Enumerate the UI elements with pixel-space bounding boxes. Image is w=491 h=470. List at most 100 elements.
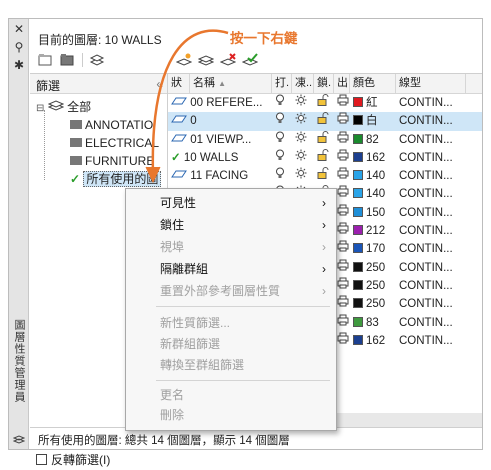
linetype-cell[interactable]: CONTIN... (396, 112, 466, 130)
collapse-toggle-icon[interactable]: ⊟ (36, 103, 45, 114)
col-freeze[interactable]: 凍.. (292, 74, 314, 93)
plot-printer-icon[interactable] (337, 149, 349, 161)
plot-cell[interactable] (334, 112, 350, 130)
collapse-chevron-icon[interactable]: « (156, 77, 163, 91)
plot-cell[interactable] (334, 185, 350, 203)
close-icon[interactable]: ✕ (13, 22, 25, 36)
delete-layer-icon[interactable] (220, 53, 236, 67)
plot-cell[interactable] (334, 332, 350, 350)
plot-cell[interactable] (334, 131, 350, 149)
plot-printer-icon[interactable] (337, 167, 349, 179)
on-bulb-icon[interactable] (275, 149, 285, 161)
properties-icon[interactable]: ✱ (13, 58, 25, 72)
linetype-cell[interactable]: CONTIN... (396, 240, 466, 258)
lock-cell[interactable] (314, 167, 334, 185)
plot-cell[interactable] (334, 295, 350, 313)
plot-printer-icon[interactable] (337, 131, 349, 143)
plot-printer-icon[interactable] (337, 295, 349, 307)
unlock-icon[interactable] (317, 148, 329, 161)
on-cell[interactable] (272, 167, 292, 185)
linetype-cell[interactable]: CONTIN... (396, 131, 466, 149)
menu-item-lock[interactable]: 鎖住› (126, 215, 336, 235)
color-cell[interactable]: 82 (350, 131, 396, 149)
thaw-sun-icon[interactable] (295, 149, 307, 161)
lock-cell[interactable] (314, 130, 334, 149)
thaw-sun-icon[interactable] (295, 131, 307, 143)
menu-item-visibility[interactable]: 可見性› (126, 193, 336, 213)
menu-item-viewport[interactable]: 視埠› (126, 237, 336, 257)
new-property-filter-icon[interactable] (38, 53, 54, 67)
name-cell[interactable]: 11 FACING (168, 167, 272, 185)
linetype-cell[interactable]: CONTIN... (396, 314, 466, 332)
plot-cell[interactable] (334, 222, 350, 240)
menu-item-isolate-group[interactable]: 隔離群組› (126, 259, 336, 279)
linetype-cell[interactable]: CONTIN... (396, 185, 466, 203)
on-cell[interactable] (272, 131, 292, 149)
linetype-cell[interactable]: CONTIN... (396, 259, 466, 277)
color-cell[interactable]: 250 (350, 277, 396, 295)
plot-printer-icon[interactable] (337, 332, 349, 344)
on-cell[interactable] (272, 112, 292, 130)
color-cell[interactable]: 162 (350, 149, 396, 167)
tree-node-electrical[interactable]: ELECTRICAL (70, 134, 159, 152)
linetype-cell[interactable]: CONTIN... (396, 94, 466, 112)
plot-printer-icon[interactable] (337, 204, 349, 216)
color-cell[interactable]: 150 (350, 204, 396, 222)
layer-states-manager-icon[interactable] (89, 53, 105, 67)
menu-item-delete[interactable]: 刪除 (160, 408, 185, 422)
color-cell[interactable]: 83 (350, 314, 396, 332)
plot-cell[interactable] (334, 240, 350, 258)
color-cell[interactable]: 250 (350, 295, 396, 313)
on-cell[interactable] (272, 94, 292, 112)
color-cell[interactable]: 140 (350, 167, 396, 185)
freeze-cell[interactable] (292, 94, 314, 112)
thaw-sun-icon[interactable] (295, 167, 307, 179)
unlock-icon[interactable] (317, 167, 329, 180)
lock-cell[interactable] (314, 148, 334, 167)
linetype-cell[interactable]: CONTIN... (396, 222, 466, 240)
plot-printer-icon[interactable] (337, 185, 349, 197)
lock-cell[interactable] (314, 112, 334, 130)
new-layer-vp-frozen-icon[interactable] (198, 53, 214, 67)
plot-cell[interactable] (334, 277, 350, 295)
color-cell[interactable]: 162 (350, 332, 396, 350)
unlock-icon[interactable] (317, 112, 329, 125)
thaw-sun-icon[interactable] (295, 94, 307, 106)
color-cell[interactable]: 白 (350, 112, 396, 130)
on-cell[interactable] (272, 149, 292, 167)
plot-printer-icon[interactable] (337, 94, 349, 106)
tree-node-furniture[interactable]: FURNITURE (70, 152, 154, 170)
col-color[interactable]: 顏色 (350, 74, 396, 93)
lock-cell[interactable] (314, 94, 334, 112)
on-bulb-icon[interactable] (275, 112, 285, 124)
name-cell[interactable]: 0 (168, 112, 272, 130)
col-linetype[interactable]: 線型 (396, 74, 466, 93)
color-cell[interactable]: 170 (350, 240, 396, 258)
linetype-cell[interactable]: CONTIN... (396, 167, 466, 185)
menu-item-new-group-filter[interactable]: 新群組篩選 (160, 337, 221, 351)
unlock-icon[interactable] (317, 94, 329, 106)
col-status[interactable]: 狀 (168, 74, 190, 93)
col-name[interactable]: 名稱 ▲ (190, 74, 272, 93)
col-lock[interactable]: 鎖. (314, 74, 334, 93)
freeze-cell[interactable] (292, 112, 314, 130)
linetype-cell[interactable]: CONTIN... (396, 295, 466, 313)
color-cell[interactable]: 140 (350, 185, 396, 203)
new-layer-icon[interactable] (176, 53, 192, 67)
name-cell[interactable]: 00 REFERE... (168, 94, 272, 112)
tree-node-all[interactable]: ⊟ 全部 (36, 98, 91, 116)
color-cell[interactable]: 212 (350, 222, 396, 240)
color-cell[interactable]: 250 (350, 259, 396, 277)
on-bulb-icon[interactable] (275, 167, 285, 179)
new-group-filter-icon[interactable] (60, 53, 76, 67)
col-plot[interactable]: 出 (334, 74, 350, 93)
color-cell[interactable]: 紅 (350, 94, 396, 112)
unlock-icon[interactable] (317, 130, 329, 143)
menu-item-new-property-filter[interactable]: 新性質篩選... (160, 316, 231, 330)
name-cell[interactable]: 01 VIEWP... (168, 131, 272, 149)
menu-item-reset-xref[interactable]: 重置外部參考圖層性質› (126, 281, 336, 301)
menu-item-convert-group[interactable]: 轉換至群組篩選 (160, 358, 245, 372)
col-on[interactable]: 打. (272, 74, 292, 93)
